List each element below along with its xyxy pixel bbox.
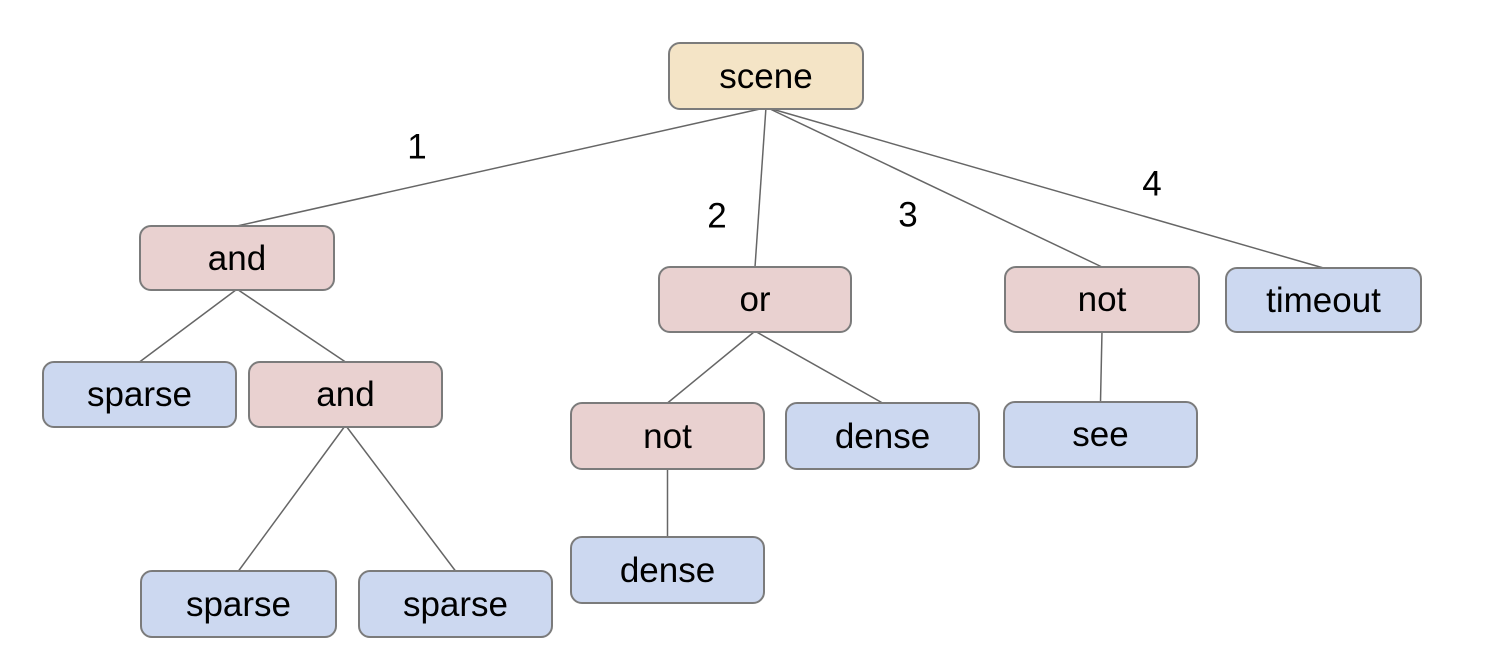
edge-label-1: 1 [407,127,427,167]
edge-scene-or1 [754,108,767,268]
edge-and2-sparse3 [346,426,457,572]
edge-scene-not1 [769,108,1103,268]
tree-node-sparse2: sparse [140,570,337,638]
edge-scene-timeout1 [771,108,1324,269]
edge-label-2: 2 [707,196,727,236]
edge-or1-not2 [667,331,755,404]
edge-not1-see1 [1099,331,1103,403]
edge-or1-dense1 [756,331,883,404]
edge-and1-and2 [237,289,346,363]
tree-node-or1: or [658,266,852,333]
tree-node-timeout1: timeout [1225,267,1422,333]
tree-node-dense1: dense [785,402,980,470]
edge-scene-and1 [236,108,761,227]
tree-node-sparse3: sparse [358,570,553,638]
tree-node-not1: not [1004,266,1200,333]
tree-node-sparse1: sparse [42,361,237,428]
tree-node-see1: see [1003,401,1198,468]
tree-node-scene: scene [668,42,864,110]
tree-node-and2: and [248,361,443,428]
tree-node-not2: not [570,402,765,470]
edge-label-3: 3 [898,195,918,235]
edge-label-4: 4 [1142,164,1162,204]
edge-and2-sparse2 [237,426,345,572]
tree-node-dense2: dense [570,536,765,604]
tree-node-and1: and [139,225,335,291]
edge-and1-sparse1 [139,289,237,363]
